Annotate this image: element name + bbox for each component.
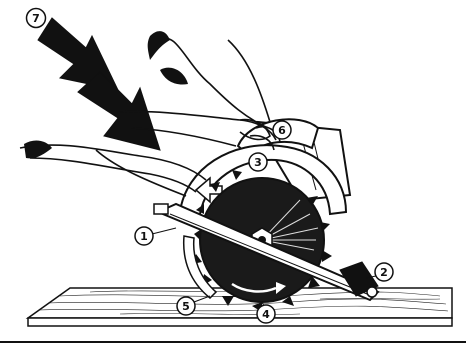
callout-7-label: 7: [32, 12, 40, 25]
callout-5-label: 5: [182, 300, 190, 313]
push-direction-arrows: [38, 18, 160, 150]
callout-6-label: 6: [278, 124, 286, 137]
callout-3-label: 3: [254, 156, 262, 169]
callout-3: 3: [249, 153, 267, 171]
callout-1-label: 1: [140, 230, 148, 243]
callout-6: 6: [273, 121, 291, 139]
callout-7: 7: [27, 9, 46, 28]
callout-1: 1: [135, 227, 176, 245]
callout-4-label: 4: [262, 308, 270, 321]
callout-2-label: 2: [380, 266, 388, 279]
